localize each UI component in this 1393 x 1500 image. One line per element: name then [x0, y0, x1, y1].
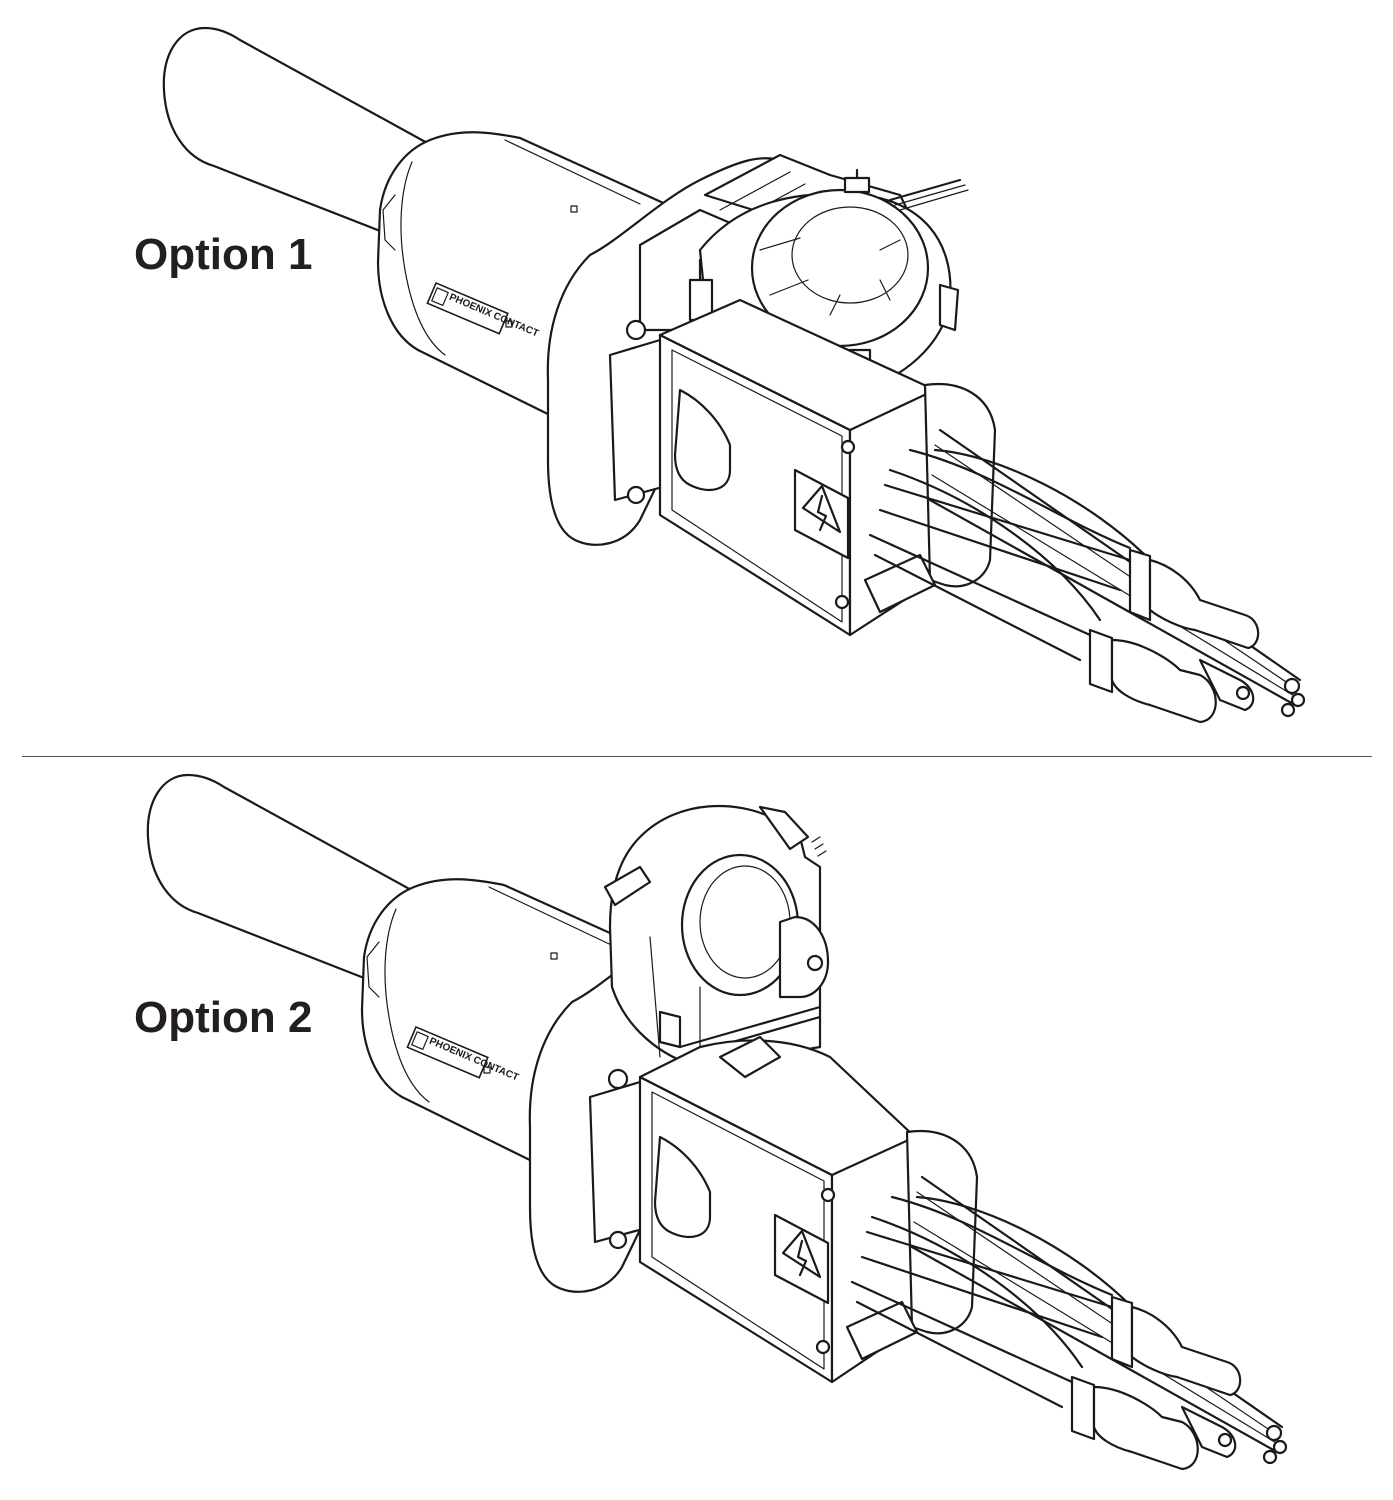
panel-divider [22, 756, 1372, 757]
cable-bundle [850, 1175, 1288, 1465]
cable-gland [845, 1130, 979, 1361]
junction-box [588, 1035, 919, 1384]
connector-body: PHOENIX CONTACT [360, 878, 656, 1169]
cable-connectors [1088, 548, 1260, 724]
option-1-label: Option 1 [134, 230, 313, 279]
option-1-panel: Option 1 PHOENIX CONTACT [134, 26, 1306, 724]
junction-box [608, 298, 937, 637]
option-1-illustration: PHOENIX CONTACT [162, 26, 1306, 724]
ring-current-sensor [603, 804, 830, 1069]
connector-body: PHOENIX CONTACT [376, 131, 672, 422]
cable-bundle [868, 428, 1306, 718]
cable-gland [863, 383, 997, 614]
cable-connectors [1070, 1295, 1242, 1471]
option-2-illustration: PHOENIX CONTACT [146, 773, 1288, 1471]
high-voltage-warning-icon [793, 468, 850, 560]
option-2-label: Option 2 [134, 993, 313, 1042]
handle-tube [146, 773, 426, 987]
option-2-panel: Option 2 PHOENIX CONTACT [0, 757, 1393, 1500]
high-voltage-warning-icon [773, 1213, 830, 1305]
handle-tube [162, 26, 442, 240]
